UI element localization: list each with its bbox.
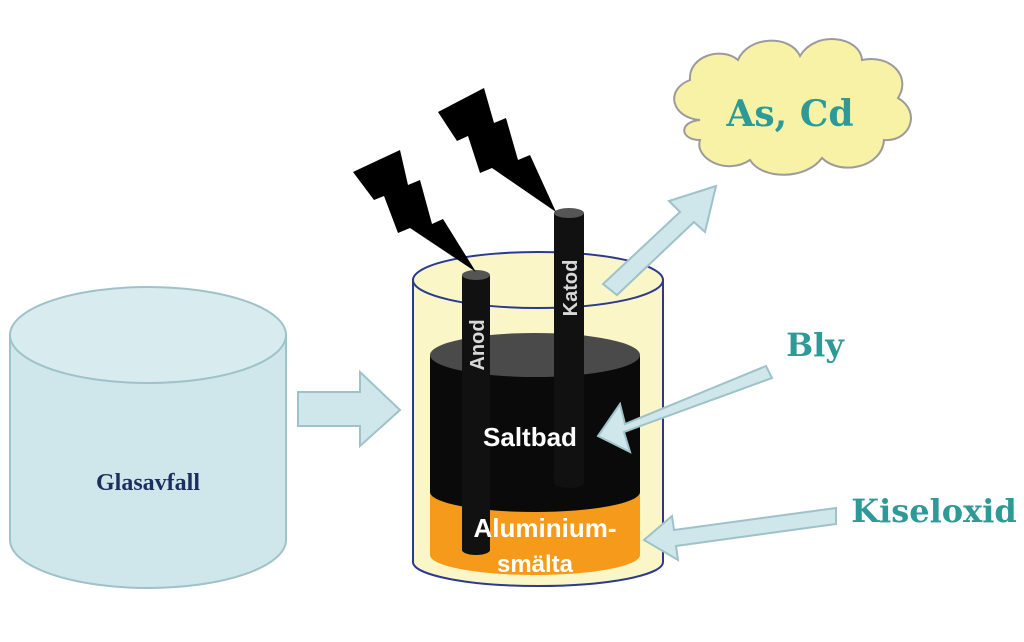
lightning-bolt-icon (438, 88, 556, 212)
cloud-icon (673, 38, 912, 176)
salt-bath-label: Saltbad (483, 422, 577, 452)
lightning-bolt-icon (353, 150, 476, 272)
aluminium-melt-label-line1: Aluminium- (474, 513, 617, 543)
cloud-label: As, Cd (725, 93, 853, 135)
glass-waste-cylinder (9, 286, 287, 589)
aluminium-melt-label-line2: smälta (497, 551, 574, 578)
cathode-label: Katod (560, 260, 582, 317)
anode-rod (462, 270, 490, 555)
silica-label: Kiseloxid (851, 492, 1016, 530)
feed-arrow (297, 369, 402, 449)
lead-arrow (596, 364, 774, 454)
lead-label: Bly (786, 326, 845, 364)
anode-label: Anod (467, 319, 489, 370)
glass-waste-label: Glasavfall (96, 470, 200, 496)
cathode-rod (554, 208, 584, 488)
silica-arrow (642, 506, 837, 562)
gas-arrow (601, 184, 718, 297)
